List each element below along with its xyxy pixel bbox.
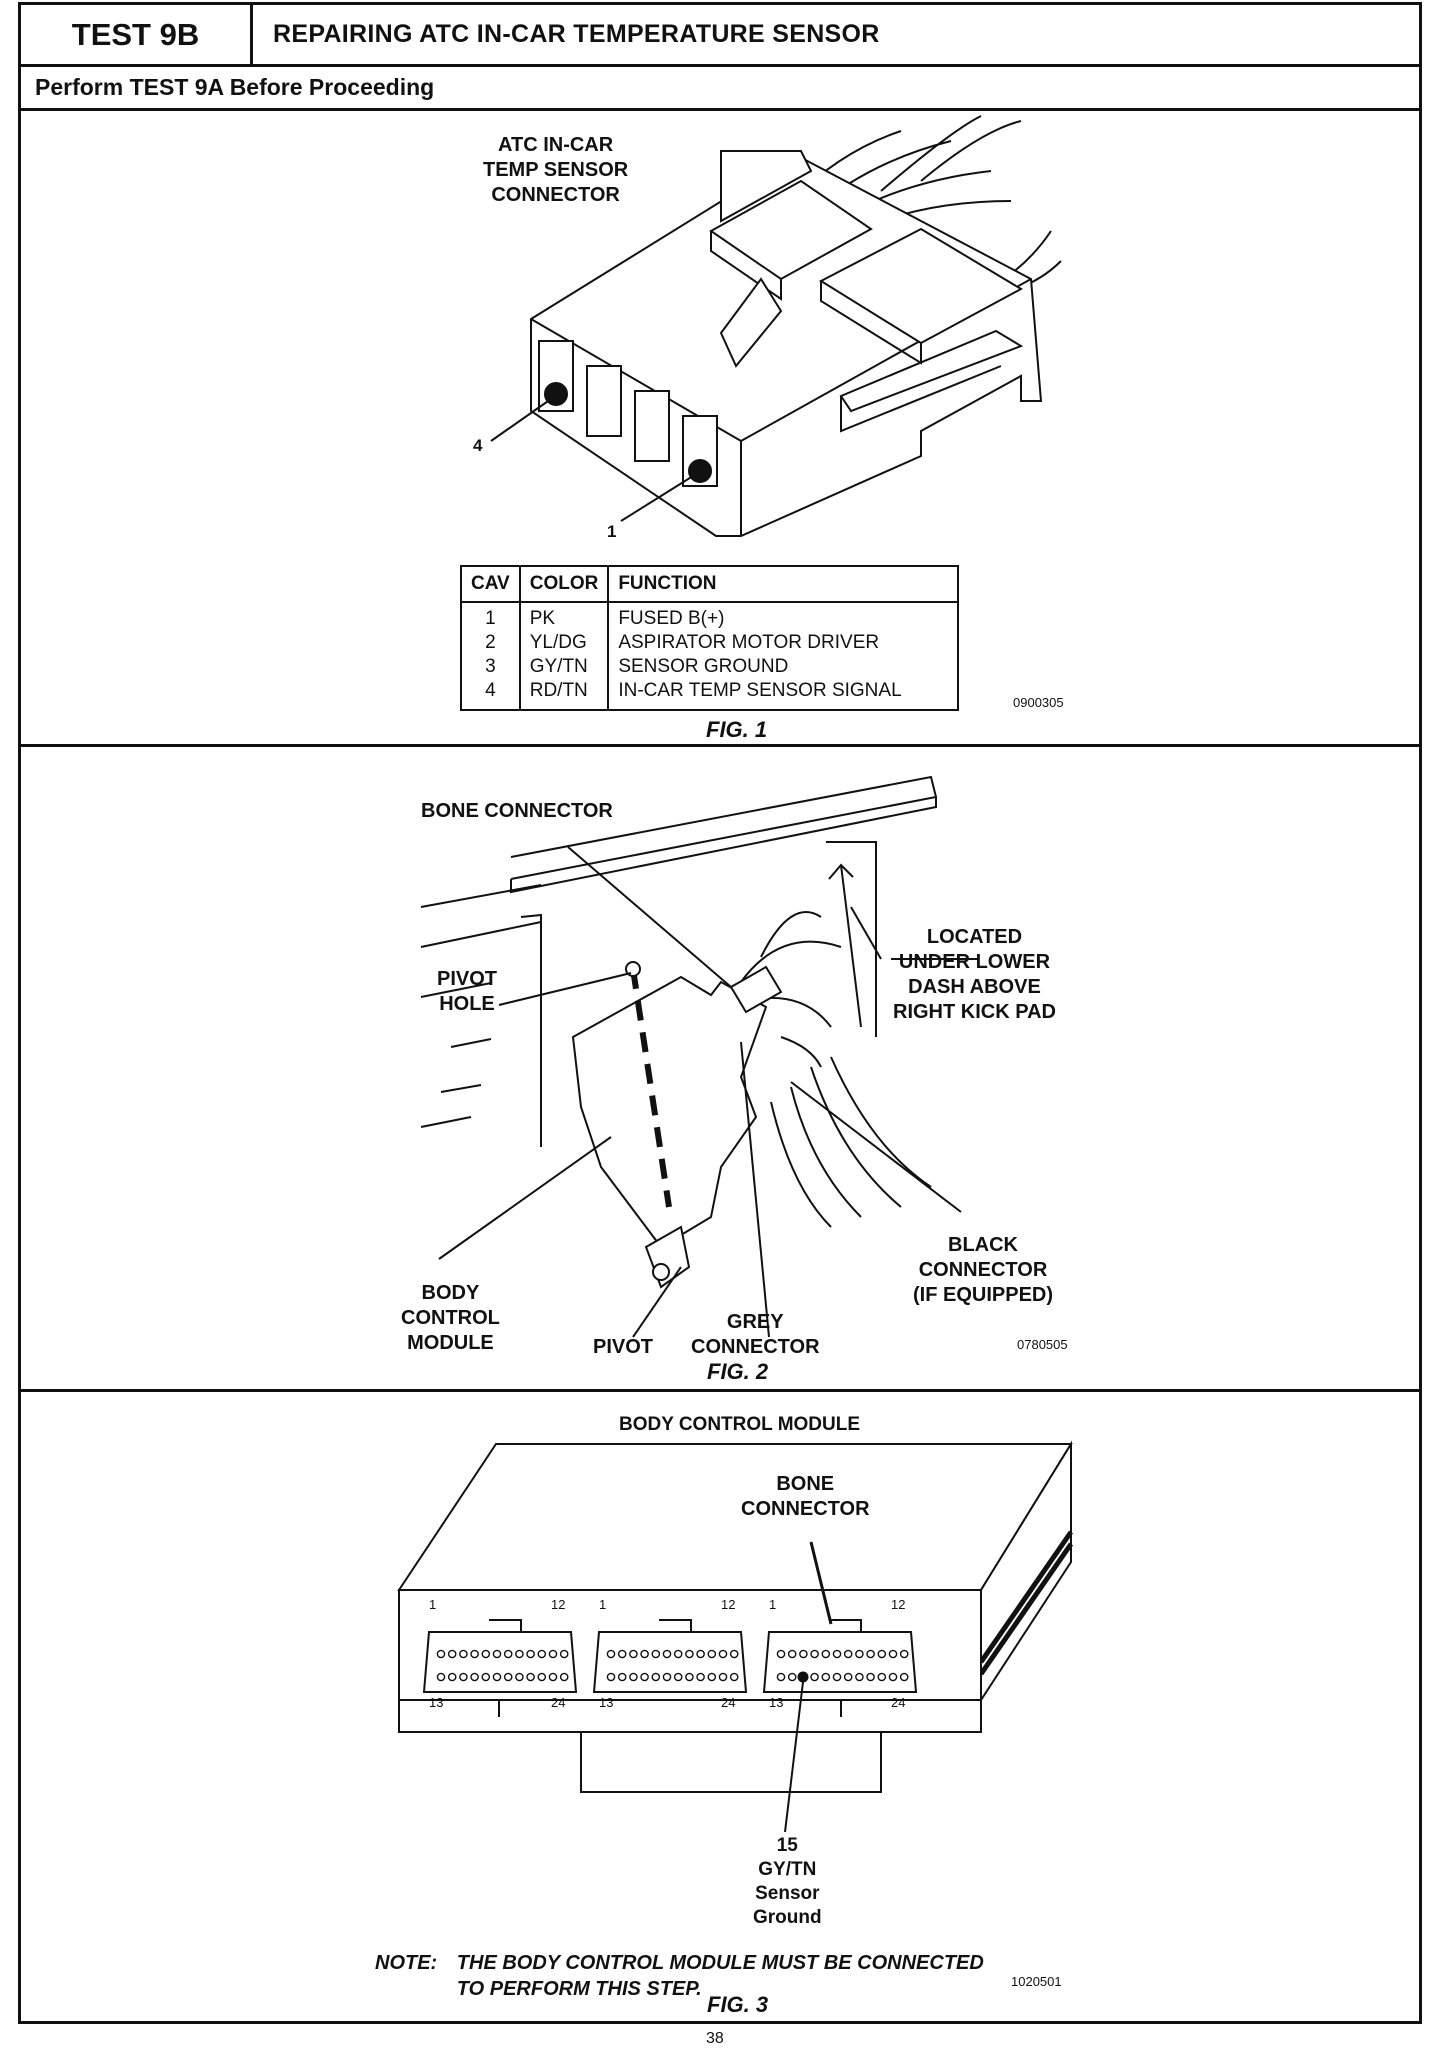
note-line: TO PERFORM THIS STEP.: [456, 1978, 702, 2000]
pin-number: 13: [769, 1695, 784, 1710]
figure-code: 0780505: [1017, 1337, 1068, 1352]
pivot-hole-label: PIVOT HOLE: [437, 968, 498, 1015]
pin-number: 1: [429, 1597, 437, 1612]
page-frame: TEST 9B REPAIRING ATC IN-CAR TEMPERATURE…: [18, 2, 1422, 2024]
grey-connector-label: GREY CONNECTOR: [691, 1311, 820, 1358]
pin-number: 12: [551, 1597, 566, 1612]
figure-3-section: BODY CONTROL MODULE BONE CONNECTOR 1 12 …: [21, 1392, 1419, 2021]
bcm-title: BODY CONTROL MODULE: [619, 1414, 861, 1435]
page-title: REPAIRING ATC IN-CAR TEMPERATURE SENSOR: [273, 20, 880, 48]
pin-number: 12: [721, 1597, 736, 1612]
prerequisite-note: Perform TEST 9A Before Proceeding: [21, 67, 1419, 111]
page-number: 38: [706, 2030, 724, 2047]
pin-number: 13: [599, 1695, 614, 1710]
pin-number: 12: [891, 1597, 906, 1612]
connector-drawing: [21, 111, 1419, 747]
bcm-label: BODY CONTROL MODULE: [401, 1282, 500, 1354]
pivot-label: PIVOT: [593, 1336, 654, 1358]
figure-caption: FIG. 2: [707, 1359, 769, 1384]
bone-connector-label: BONE CONNECTOR: [741, 1473, 870, 1520]
note-line: THE BODY CONTROL MODULE MUST BE CONNECTE…: [456, 1952, 984, 1974]
pin-number: 24: [891, 1695, 906, 1710]
bone-connector-label: BONE CONNECTOR: [421, 800, 613, 822]
pin-15-callout: 15 GY/TN Sensor Ground: [753, 1835, 822, 1928]
bcm-drawing: [21, 1392, 1419, 2021]
pin-number: 24: [721, 1695, 736, 1710]
figure-caption: FIG. 1: [706, 717, 768, 742]
col-color: COLOR: [518, 565, 610, 603]
test-id: TEST 9B: [21, 5, 253, 64]
pin-callout-1: 1: [607, 522, 617, 541]
figure-caption: FIG. 3: [707, 1992, 769, 2017]
location-label: LOCATED UNDER LOWER DASH ABOVE RIGHT KIC…: [893, 926, 1056, 1023]
figure-1-section: ATC IN-CAR TEMP SENSOR CONNECTOR 4 1 CAV…: [21, 111, 1419, 747]
bcm-note: NOTE: THE BODY CONTROL MODULE MUST BE CO…: [375, 1950, 984, 2002]
note-label: NOTE:: [375, 1952, 438, 1974]
connector-label: ATC IN-CAR TEMP SENSOR CONNECTOR: [483, 134, 629, 206]
figure-code: 1020501: [1011, 1974, 1062, 1989]
col-function: FUNCTION: [607, 565, 960, 603]
figure-2-section: BONE CONNECTOR PIVOT HOLE LOCATED UNDER …: [21, 747, 1419, 1392]
pin-number: 1: [769, 1597, 777, 1612]
header-bar: TEST 9B REPAIRING ATC IN-CAR TEMPERATURE…: [21, 5, 1419, 67]
figure-code: 0900305: [1013, 695, 1064, 710]
bcm-location-drawing: [21, 747, 1419, 1392]
pin-number: 13: [429, 1695, 444, 1710]
col-cav: CAV: [460, 565, 521, 603]
pin-number: 24: [551, 1695, 566, 1710]
pin-number: 1: [599, 1597, 607, 1612]
pin-callout-4: 4: [473, 436, 483, 455]
black-connector-label: BLACK CONNECTOR (IF EQUIPPED): [913, 1234, 1054, 1306]
